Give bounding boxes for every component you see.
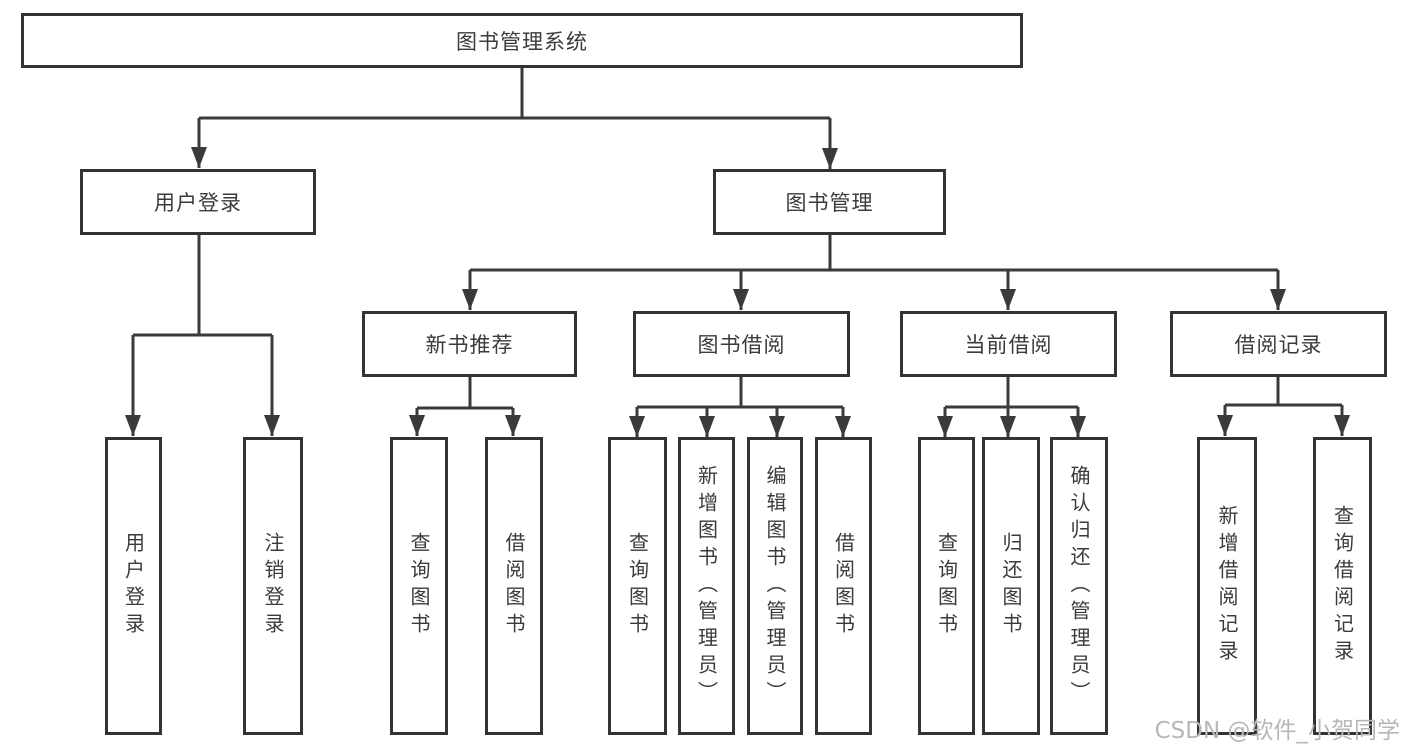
leaf-borrow-add-admin-label: 新增图书（管理员） [694,464,719,708]
leaf-borrow-add-admin: 新增图书（管理员） [678,437,735,735]
leaf-borrow-edit-admin-label: 编辑图书（管理员） [763,464,787,708]
leaf-borrow-query: 查询图书 [608,437,667,735]
leaf-newbook-query-label: 查询图书 [407,532,431,640]
leaf-logout: 注销登录 [243,437,303,735]
leaf-records-query: 查询借阅记录 [1313,437,1372,735]
node-root: 图书管理系统 [21,13,1023,68]
leaf-borrow-borrow-label: 借阅图书 [831,532,856,640]
node-user-login: 用户登录 [80,169,316,235]
node-new-book-recommend: 新书推荐 [362,311,577,377]
branch-rails [133,68,1342,410]
node-book-borrow: 图书借阅 [633,311,850,377]
leaf-current-return-label: 归还图书 [999,532,1023,640]
leaf-newbook-query: 查询图书 [390,437,448,735]
leaf-current-query-label: 查询图书 [934,532,959,640]
leaf-logout-label: 注销登录 [261,532,285,640]
leaf-newbook-borrow-label: 借阅图书 [502,532,526,640]
watermark: CSDN @软件_小贺同学 [1154,718,1400,744]
leaf-borrow-borrow: 借阅图书 [815,437,872,735]
leaf-newbook-borrow: 借阅图书 [485,437,543,735]
leaf-current-confirm-admin-label: 确认归还（管理员） [1067,464,1091,708]
node-current-borrow: 当前借阅 [900,311,1117,377]
leaf-user-login: 用户登录 [105,437,162,735]
arrow-connectors [125,118,1350,437]
leaf-records-add: 新增借阅记录 [1197,437,1257,735]
leaf-current-confirm-admin: 确认归还（管理员） [1050,437,1108,735]
leaf-current-return: 归还图书 [982,437,1040,735]
node-borrow-records: 借阅记录 [1170,311,1387,377]
leaf-current-query: 查询图书 [918,437,975,735]
leaf-user-login-label: 用户登录 [121,532,146,640]
node-book-management: 图书管理 [713,169,946,235]
leaf-records-query-label: 查询借阅记录 [1330,505,1355,667]
leaf-borrow-query-label: 查询图书 [625,532,650,640]
leaf-borrow-edit-admin: 编辑图书（管理员） [747,437,803,735]
leaf-records-add-label: 新增借阅记录 [1215,505,1239,667]
